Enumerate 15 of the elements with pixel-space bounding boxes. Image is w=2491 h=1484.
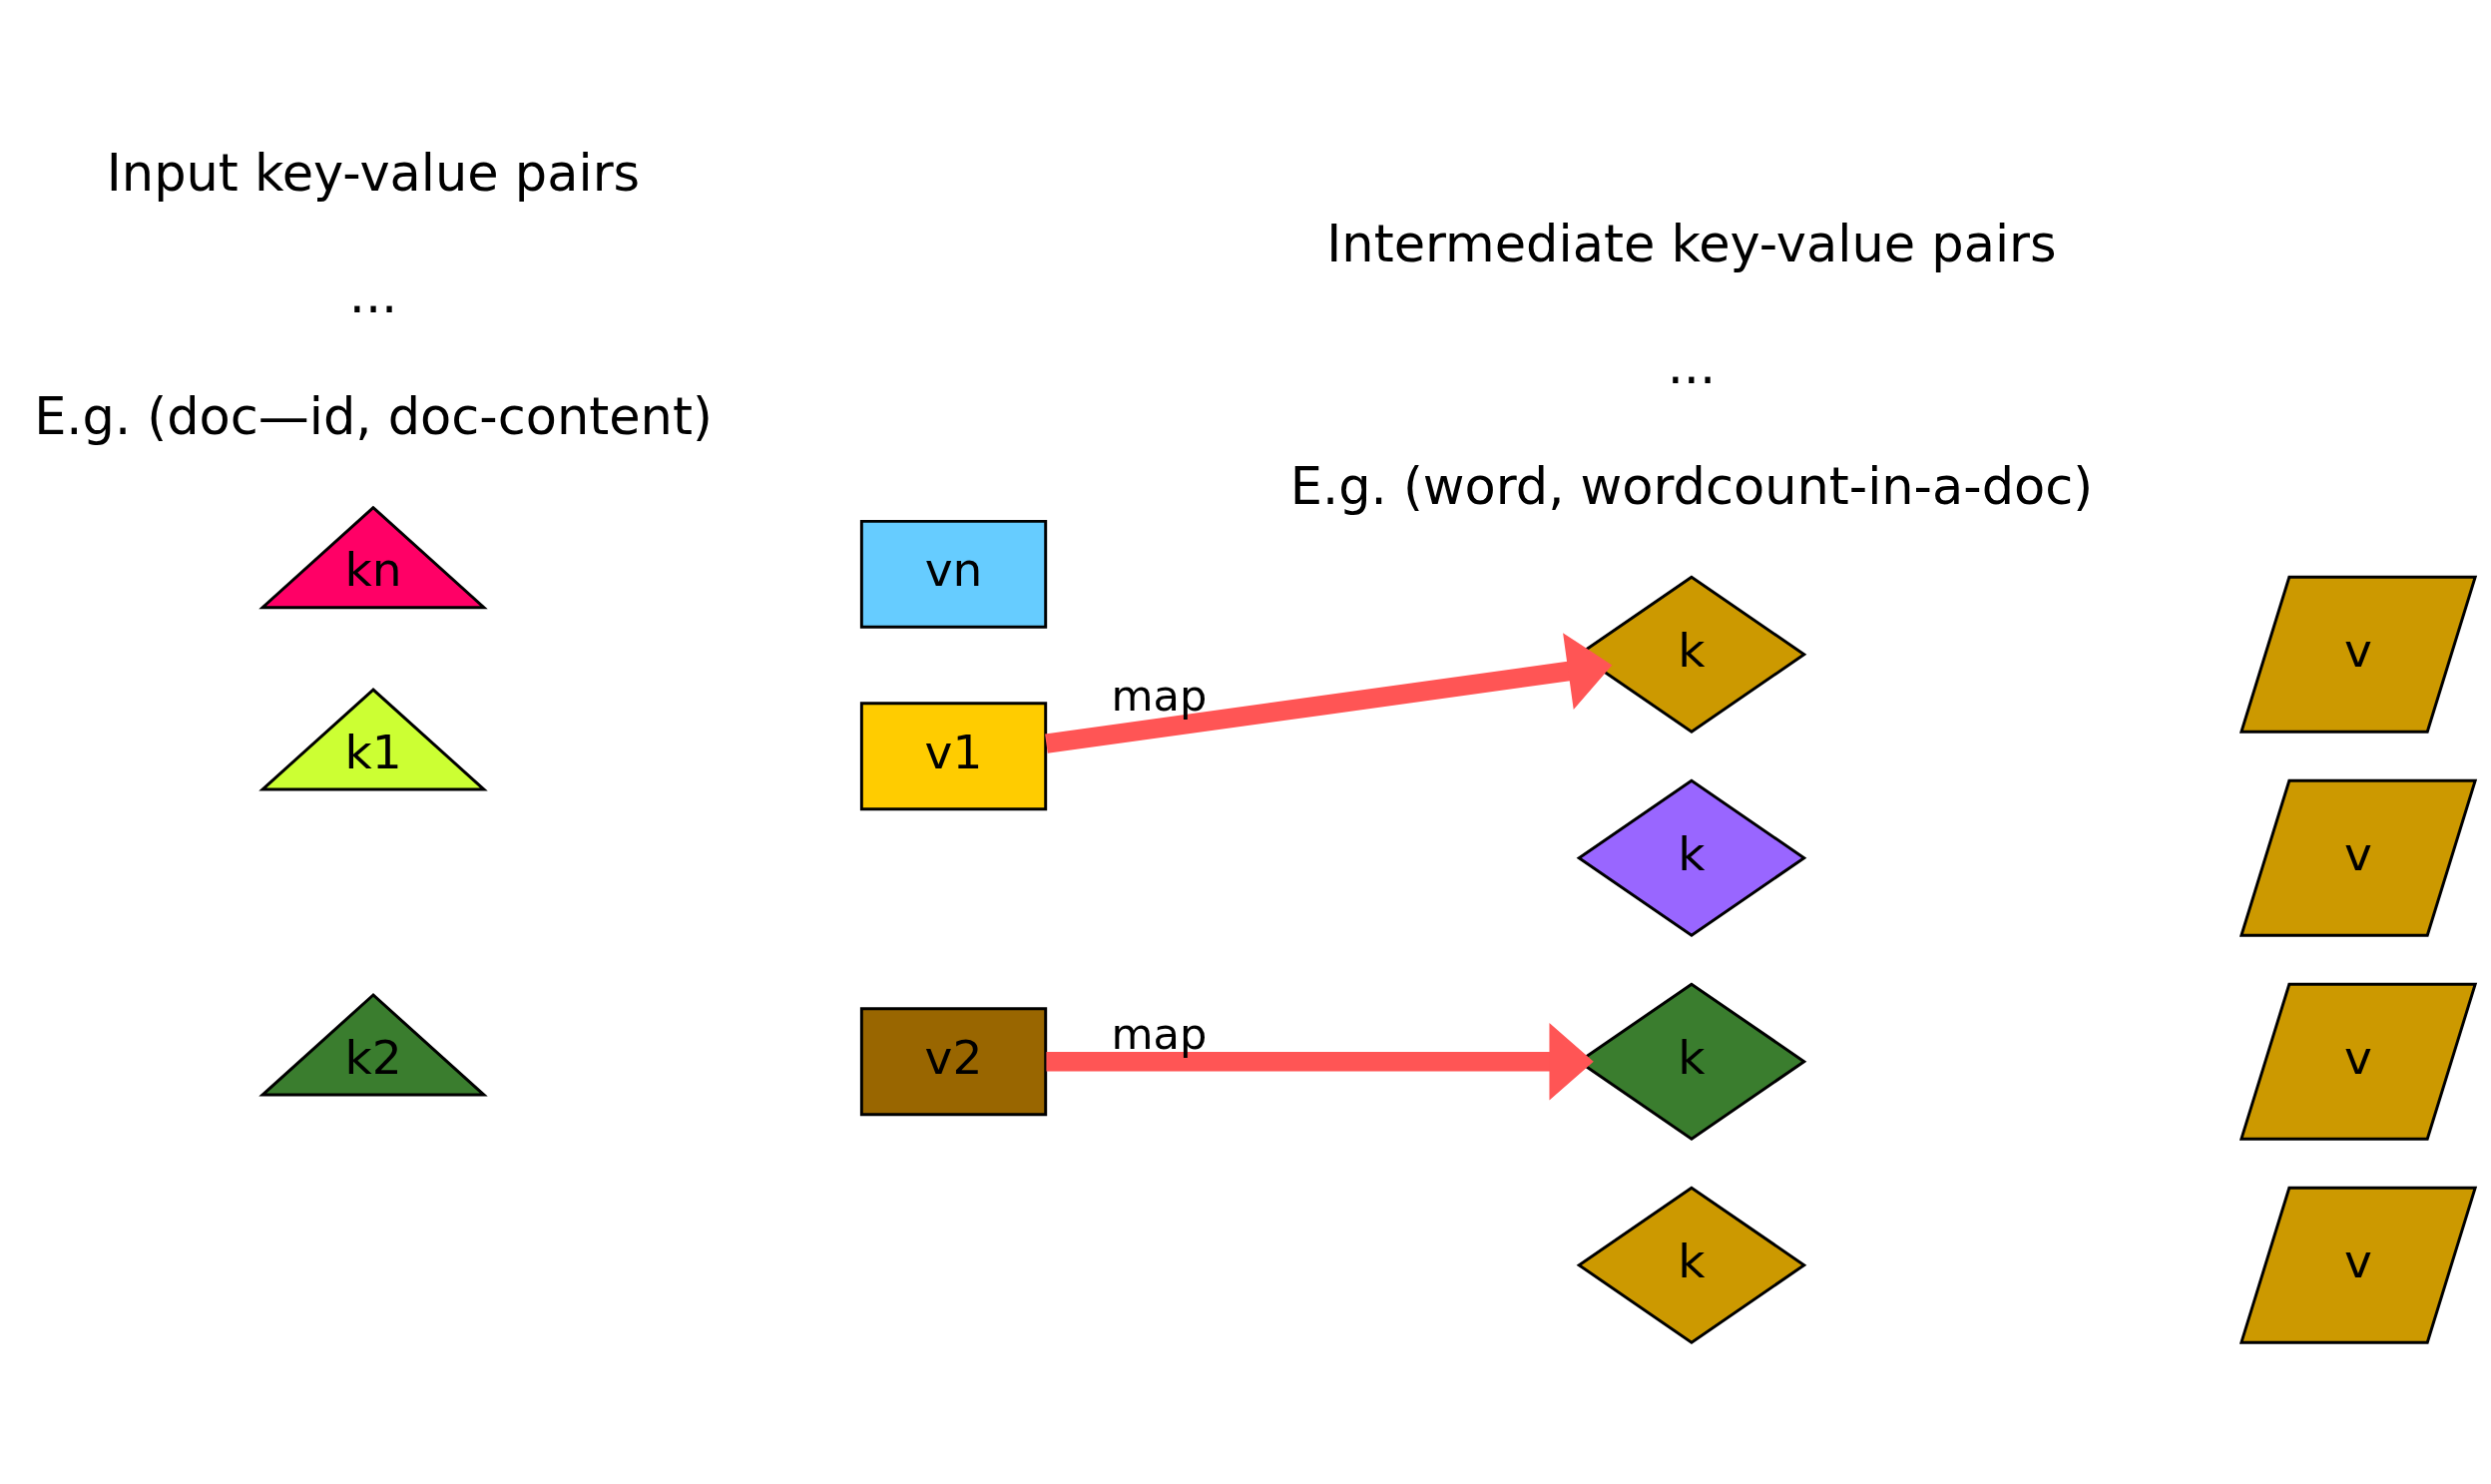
node-diamond: k xyxy=(1576,1185,1807,1344)
arrow xyxy=(1046,1022,1594,1100)
label: ... xyxy=(348,264,398,324)
arrow xyxy=(1045,632,1613,753)
label: ... xyxy=(1667,335,1717,395)
node-box: v1 xyxy=(859,701,1048,810)
node-diamond: k xyxy=(1576,777,1807,937)
node-box: v2 xyxy=(859,1006,1048,1116)
label: Intermediate key-value pairs xyxy=(1326,214,2057,273)
edge-label: map xyxy=(1111,1008,1208,1059)
label: E.g. (doc—id, doc-content) xyxy=(34,386,713,446)
label: Input key-value pairs xyxy=(106,143,641,203)
node-box: vn xyxy=(859,519,1048,629)
edge-label: map xyxy=(1111,670,1208,721)
label: E.g. (word, wordcount-in-a-doc) xyxy=(1289,456,2094,516)
